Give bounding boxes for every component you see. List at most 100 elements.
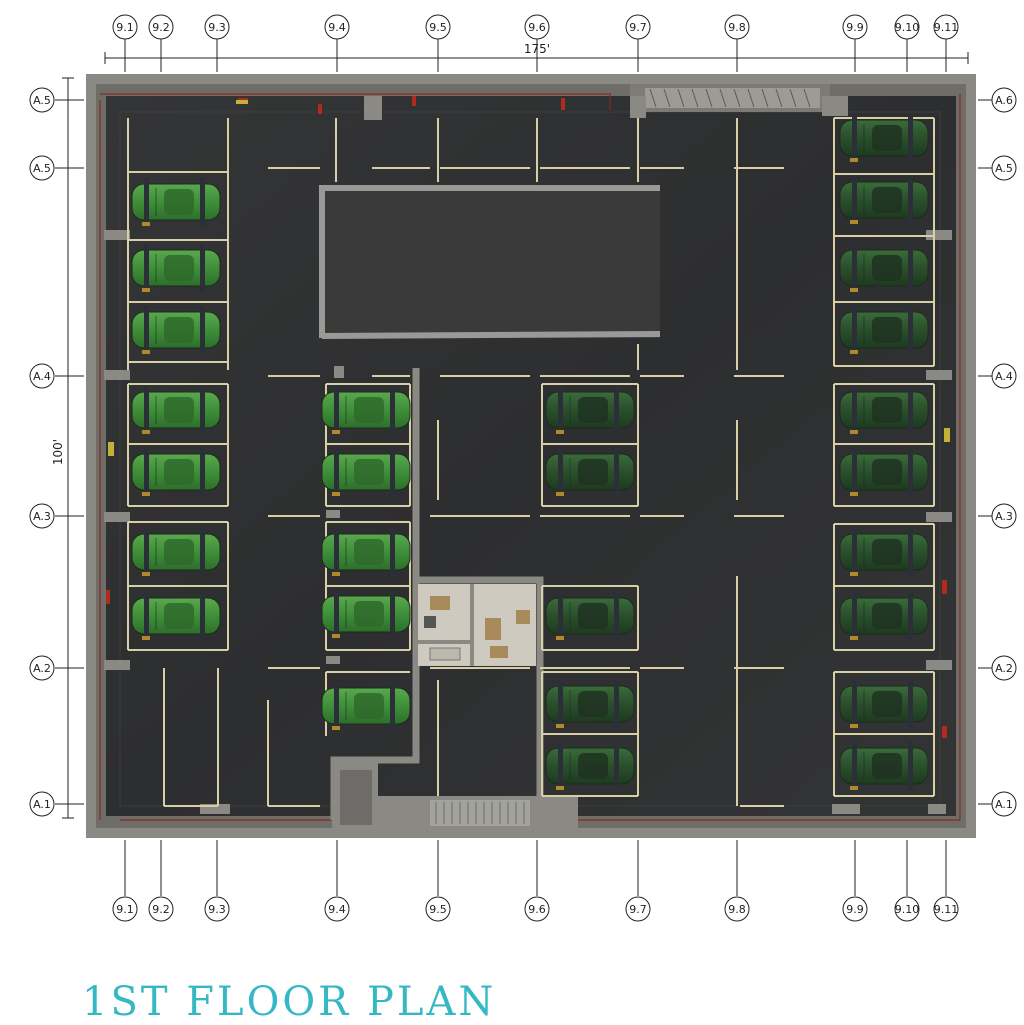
svg-text:A.4: A.4 [995, 370, 1013, 383]
stair-entry-bottom [332, 758, 578, 830]
grid-bubble-left-A.3: A.3 [29, 503, 55, 529]
svg-text:A.6: A.6 [995, 94, 1013, 107]
grid-bubble-left-A.4: A.4 [29, 363, 55, 389]
depth-dimension: 100' [51, 439, 65, 465]
parked-cars [131, 114, 929, 790]
grid-bubble-top-9.8: 9.8 [724, 14, 750, 40]
car-24 [839, 528, 929, 576]
svg-text:A.2: A.2 [33, 662, 51, 675]
svg-text:9.9: 9.9 [846, 21, 864, 34]
svg-text:A.1: A.1 [33, 798, 51, 811]
svg-text:9.5: 9.5 [429, 903, 447, 916]
grid-bubble-left-A.5: A.5 [29, 87, 55, 113]
grid-bubble-right-A.1: A.1 [991, 791, 1017, 817]
car-22 [839, 386, 929, 434]
grid-bubble-bottom-9.2: 9.2 [148, 896, 174, 922]
grid-bubble-top-9.5: 9.5 [425, 14, 451, 40]
grid-bubble-right-A.6: A.6 [991, 87, 1017, 113]
grid-leader-lines [55, 38, 992, 896]
grid-bubble-right-A.5: A.5 [991, 155, 1017, 181]
svg-text:9.8: 9.8 [728, 21, 746, 34]
car-9 [321, 448, 411, 496]
svg-text:9.3: 9.3 [208, 903, 226, 916]
svg-text:9.4: 9.4 [328, 21, 346, 34]
car-20 [839, 244, 929, 292]
svg-text:9.10: 9.10 [895, 903, 920, 916]
svg-text:9.7: 9.7 [629, 903, 647, 916]
car-7 [131, 592, 221, 640]
grid-bubble-top-9.7: 9.7 [625, 14, 651, 40]
grid-bubble-bottom-9.6: 9.6 [524, 896, 550, 922]
car-15 [545, 592, 635, 640]
exit-signs [108, 100, 950, 456]
page-title: 1ST FLOOR PLAN [82, 979, 497, 1025]
car-5 [131, 448, 221, 496]
car-10 [321, 528, 411, 576]
car-3 [131, 306, 221, 354]
svg-text:A.3: A.3 [995, 510, 1013, 523]
grid-bubble-bottom-9.5: 9.5 [425, 896, 451, 922]
car-27 [839, 742, 929, 790]
grid-bubble-left-A.5: A.5 [29, 155, 55, 181]
svg-text:A.5: A.5 [995, 162, 1013, 175]
svg-text:9.1: 9.1 [116, 903, 134, 916]
grid-bubble-left-A.1: A.1 [29, 791, 55, 817]
structural-columns [104, 96, 952, 814]
office-room [418, 584, 536, 666]
parking-stall-lines [127, 117, 935, 807]
grid-bubble-bottom-9.10: 9.10 [894, 896, 920, 922]
grid-bubble-top-9.9: 9.9 [842, 14, 868, 40]
grid-bubble-bottom-9.11: 9.11 [933, 896, 959, 922]
svg-text:A.1: A.1 [995, 798, 1013, 811]
car-23 [839, 448, 929, 496]
grid-bubble-bottom-9.1: 9.1 [112, 896, 138, 922]
svg-text:A.3: A.3 [33, 510, 51, 523]
svg-text:9.4: 9.4 [328, 903, 346, 916]
car-13 [545, 386, 635, 434]
svg-text:9.2: 9.2 [152, 903, 170, 916]
grid-bubble-left-A.2: A.2 [29, 655, 55, 681]
car-18 [839, 114, 929, 162]
grid-bubble-top-9.3: 9.3 [204, 14, 230, 40]
car-26 [839, 680, 929, 728]
grid-bubbles: 9.1 9.1 9.2 9.2 9.3 9.3 9.4 9.4 9.5 9.5 9.6 9.6 9.7 9… [29, 14, 1017, 922]
grid-bubble-top-9.1: 9.1 [112, 14, 138, 40]
svg-text:A.4: A.4 [33, 370, 51, 383]
car-1 [131, 178, 221, 226]
svg-text:A.5: A.5 [33, 162, 51, 175]
grid-bubble-bottom-9.3: 9.3 [204, 896, 230, 922]
svg-text:9.10: 9.10 [895, 21, 920, 34]
svg-text:9.5: 9.5 [429, 21, 447, 34]
car-2 [131, 244, 221, 292]
grid-bubble-top-9.2: 9.2 [148, 14, 174, 40]
grid-bubble-bottom-9.4: 9.4 [324, 896, 350, 922]
svg-text:9.6: 9.6 [528, 21, 546, 34]
grid-bubble-top-9.11: 9.11 [933, 14, 959, 40]
car-11 [321, 590, 411, 638]
grid-bubble-bottom-9.8: 9.8 [724, 896, 750, 922]
grid-bubble-top-9.6: 9.6 [524, 14, 550, 40]
entrance-door-top [630, 84, 830, 112]
car-4 [131, 386, 221, 434]
svg-text:A.5: A.5 [33, 94, 51, 107]
svg-text:9.11: 9.11 [934, 21, 959, 34]
svg-text:9.3: 9.3 [208, 21, 226, 34]
svg-text:9.1: 9.1 [116, 21, 134, 34]
ramp [319, 185, 661, 339]
grid-bubble-bottom-9.9: 9.9 [842, 896, 868, 922]
car-25 [839, 592, 929, 640]
svg-text:9.2: 9.2 [152, 21, 170, 34]
svg-text:9.9: 9.9 [846, 903, 864, 916]
svg-text:9.8: 9.8 [728, 903, 746, 916]
car-8 [321, 386, 411, 434]
grid-bubble-right-A.4: A.4 [991, 363, 1017, 389]
svg-text:9.11: 9.11 [934, 903, 959, 916]
grid-bubble-top-9.10: 9.10 [894, 14, 920, 40]
car-6 [131, 528, 221, 576]
grid-bubble-right-A.2: A.2 [991, 655, 1017, 681]
car-21 [839, 306, 929, 354]
grid-bubble-right-A.3: A.3 [991, 503, 1017, 529]
car-16 [545, 680, 635, 728]
car-14 [545, 448, 635, 496]
